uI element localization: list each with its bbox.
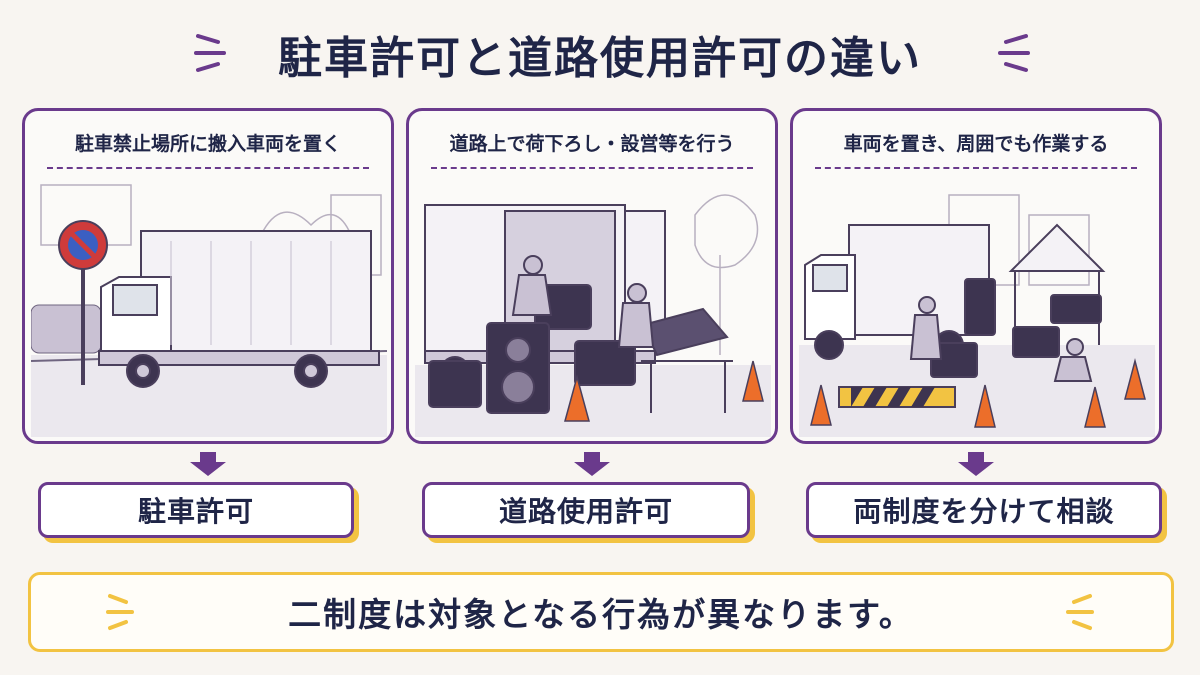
footer-right-accent-icon <box>1066 594 1094 630</box>
panel-caption: 車両を置き、周囲でも作業する <box>843 133 1109 155</box>
unloading-equipment-illustration <box>415 194 771 437</box>
page-title: 駐車許可と道路使用許可の違い <box>278 33 922 84</box>
arrow-down-icon <box>958 452 994 476</box>
truck-and-roadwork-illustration <box>799 194 1155 437</box>
divider <box>815 167 1137 169</box>
title-right-accent-icon <box>998 34 1030 72</box>
panel-caption: 道路上で荷下ろし・設営等を行う <box>449 133 735 155</box>
panel-parking: 駐車禁止場所に搬入車両を置く <box>22 108 394 444</box>
summary-text: 二制度は対象となる行為が異なります。 <box>288 595 914 634</box>
panel-road-use: 道路上で荷下ろし・設営等を行う <box>406 108 778 444</box>
result-road-use-permit: 道路使用許可 <box>422 482 750 538</box>
divider <box>431 167 753 169</box>
arrow-down-icon <box>574 452 610 476</box>
result-parking-permit: 駐車許可 <box>38 482 354 538</box>
arrow-down-icon <box>190 452 226 476</box>
parked-truck-no-parking-illustration <box>31 184 387 437</box>
title-left-accent-icon <box>194 34 226 72</box>
panel-both: 車両を置き、周囲でも作業する <box>790 108 1162 444</box>
panel-caption: 駐車禁止場所に搬入車両を置く <box>74 133 341 155</box>
footer-left-accent-icon <box>106 594 134 630</box>
result-both-permits: 両制度を分けて相談 <box>806 482 1162 538</box>
divider <box>47 167 369 169</box>
summary-box: 二制度は対象となる行為が異なります。 <box>28 572 1174 652</box>
